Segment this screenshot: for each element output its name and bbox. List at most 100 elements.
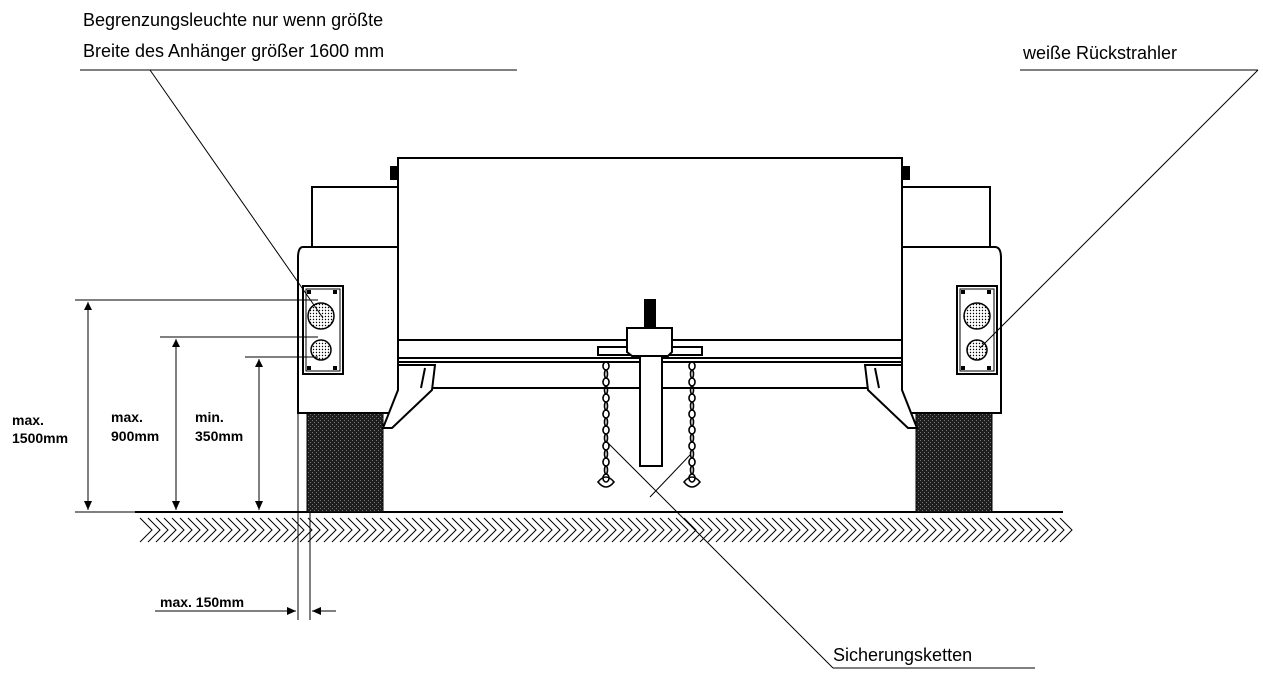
ground-hatch-mark: [283, 517, 297, 543]
ground-hatch-mark: [387, 517, 401, 543]
dim-350-label-b: 350mm: [195, 428, 244, 444]
right-bracket: [863, 364, 919, 429]
ground-hatch-mark: [235, 517, 249, 543]
ground-hatch-mark: [947, 517, 961, 543]
ground-hatch-mark: [547, 517, 561, 543]
ground-hatch-mark: [531, 517, 545, 543]
ground-hatch-mark: [203, 517, 217, 543]
ground-hatch-mark: [891, 517, 905, 543]
ground-hatch-mark: [195, 517, 209, 543]
ground-hatch-mark: [971, 517, 985, 543]
ground-hatch-mark: [683, 517, 697, 543]
ground-hatch-mark: [435, 517, 449, 543]
ground-hatch-mark: [715, 517, 729, 543]
ground-hatching: [135, 511, 1073, 543]
ground-hatch-mark: [787, 517, 801, 543]
ground-hatch-mark: [747, 517, 761, 543]
ground-hatch-mark: [339, 517, 353, 543]
ground-hatch-mark: [483, 517, 497, 543]
ground-hatch-mark: [355, 517, 369, 543]
ground-hatch-mark: [1011, 517, 1025, 543]
ground-hatch-mark: [619, 517, 633, 543]
chain-link: [602, 393, 610, 403]
ground-hatch-mark: [323, 517, 337, 543]
ground-hatch-mark: [859, 517, 873, 543]
ground-hatch-mark: [1019, 517, 1033, 543]
ground-hatch-mark: [275, 517, 289, 543]
ground-hatch-mark: [611, 517, 625, 543]
ground-hatch-mark: [427, 517, 441, 543]
ground-hatch-mark: [587, 517, 601, 543]
ground-hatch-mark: [411, 517, 425, 543]
chain-link: [688, 457, 696, 467]
ground-hatch-mark: [803, 517, 817, 543]
ground-hatch-mark: [155, 517, 169, 543]
chain-link: [689, 465, 695, 475]
clearance-light-callout-line2: Breite des Anhänger größer 1600 mm: [83, 41, 385, 61]
dim-1500-label-a: max.: [12, 412, 44, 428]
right-tire: [915, 412, 993, 513]
ground-hatch-mark: [347, 517, 361, 543]
chain-link: [689, 433, 695, 443]
ground-hatch-mark: [147, 517, 161, 543]
ground-hatch-mark: [1043, 517, 1057, 543]
ground-hatch-mark: [219, 517, 233, 543]
ground-hatch-mark: [491, 517, 505, 543]
ground-hatch-mark: [251, 517, 265, 543]
ground-hatch-mark: [1035, 517, 1049, 543]
ground-hatch-mark: [139, 517, 153, 543]
clearance-light-callout-line1: Begrenzungsleuchte nur wenn größte: [83, 10, 384, 30]
chain-link: [602, 409, 610, 419]
left-tire: [306, 412, 384, 513]
ground-hatch-mark: [883, 517, 897, 543]
chain-link: [603, 401, 609, 411]
ground-hatch-mark: [539, 517, 553, 543]
ground-hatch-mark: [603, 517, 617, 543]
right-light-panel: [956, 285, 998, 375]
ground-hatch-mark: [779, 517, 793, 543]
ground-hatch-mark: [723, 517, 737, 543]
ground-hatch-mark: [771, 517, 785, 543]
chain-link: [688, 441, 696, 451]
ground-hatch-mark: [867, 517, 881, 543]
left-reflector: [310, 339, 332, 361]
ground-hatch-mark: [307, 517, 321, 543]
ground-hatch-mark: [995, 517, 1009, 543]
safety-chain-left: [596, 361, 616, 488]
ground-hatch-mark: [1003, 517, 1017, 543]
ground-hatch-mark: [899, 517, 913, 543]
ground-hatch-mark: [179, 517, 193, 543]
ground-hatch-mark: [699, 517, 713, 543]
ground-hatch-mark: [451, 517, 465, 543]
ground-hatch-mark: [819, 517, 833, 543]
chain-link: [603, 449, 609, 459]
chain-link: [688, 393, 696, 403]
ground-hatch-mark: [187, 517, 201, 543]
safety-chain-right: [682, 361, 702, 488]
ground-hatch-mark: [467, 517, 481, 543]
ground-hatch-mark: [915, 517, 929, 543]
ground-hatch-mark: [979, 517, 993, 543]
ground-hatch-mark: [243, 517, 257, 543]
ground-hatch-mark: [523, 517, 537, 543]
ground-hatch-mark: [755, 517, 769, 543]
ground-hatch-mark: [419, 517, 433, 543]
ground-hatch-mark: [459, 517, 473, 543]
tow-coupling: [597, 299, 703, 467]
dim-900-label-b: 900mm: [111, 428, 160, 444]
ground-hatch-mark: [635, 517, 649, 543]
chain-link: [689, 401, 695, 411]
ground-hatch-mark: [843, 517, 857, 543]
ground-hatch-mark: [675, 517, 689, 543]
ground-hatch-mark: [267, 517, 281, 543]
ground-hatch-mark: [499, 517, 513, 543]
ground-hatch-mark: [643, 517, 657, 543]
ground-hatch-mark: [691, 517, 705, 543]
ground-hatch-mark: [443, 517, 457, 543]
ground-hatch-mark: [827, 517, 841, 543]
ground-hatch-mark: [563, 517, 577, 543]
ground-hatch-mark: [171, 517, 185, 543]
chain-link: [689, 449, 695, 459]
dim-900-label-a: max.: [111, 409, 143, 425]
